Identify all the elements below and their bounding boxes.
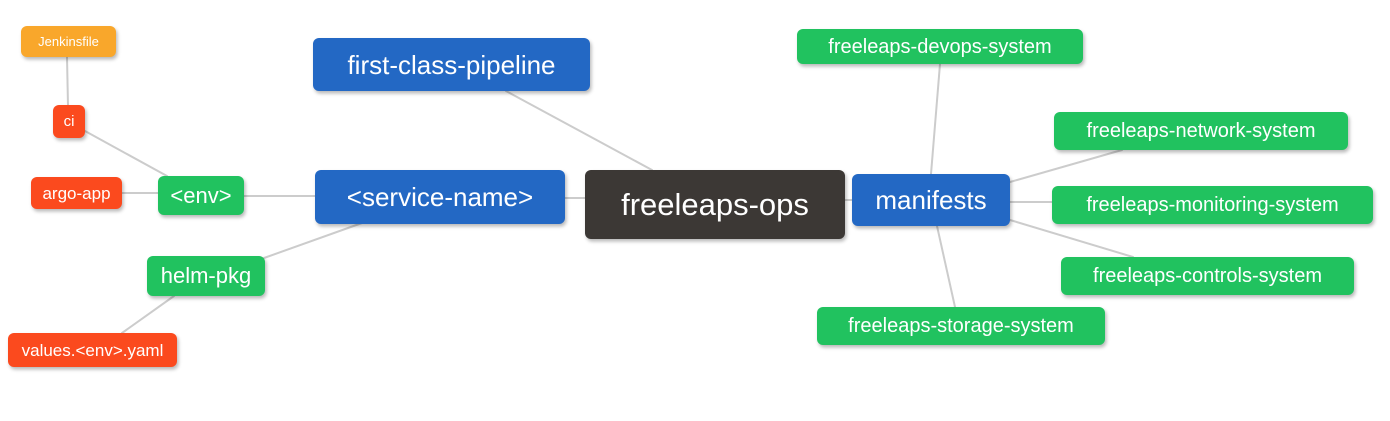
node-freeleaps-devops-system[interactable]: freeleaps-devops-system xyxy=(797,29,1083,64)
node-freeleaps-network-system[interactable]: freeleaps-network-system xyxy=(1054,112,1348,150)
node-values-env-yaml[interactable]: values.<env>.yaml xyxy=(8,333,177,367)
edge-manifests--freeleaps-storage-system xyxy=(936,225,956,308)
edge-first-class-pipeline--freeleaps-ops xyxy=(505,90,653,171)
node-freeleaps-monitoring-system[interactable]: freeleaps-monitoring-system xyxy=(1052,186,1373,224)
edge-manifests--freeleaps-controls-system xyxy=(1009,219,1134,258)
node-env[interactable]: <env> xyxy=(158,176,244,215)
edge-helm-pkg--service-name xyxy=(263,222,363,259)
node-freeleaps-ops[interactable]: freeleaps-ops xyxy=(585,170,845,239)
node-jenkinsfile[interactable]: Jenkinsfile xyxy=(21,26,116,57)
node-freeleaps-controls-system[interactable]: freeleaps-controls-system xyxy=(1061,257,1354,295)
edge-manifests--freeleaps-network-system xyxy=(1009,149,1123,183)
node-manifests[interactable]: manifests xyxy=(852,174,1010,226)
edge-values-env-yaml--helm-pkg xyxy=(121,295,175,334)
node-service-name[interactable]: <service-name> xyxy=(315,170,565,224)
node-argo-app[interactable]: argo-app xyxy=(31,177,122,209)
node-freeleaps-storage-system[interactable]: freeleaps-storage-system xyxy=(817,307,1105,345)
edge-jenkinsfile--ci xyxy=(66,56,69,107)
node-helm-pkg[interactable]: helm-pkg xyxy=(147,256,265,296)
node-ci[interactable]: ci xyxy=(53,105,85,138)
node-first-class-pipeline[interactable]: first-class-pipeline xyxy=(313,38,590,91)
edge-freeleaps-devops-system--manifests xyxy=(930,63,941,175)
edge-ci--env xyxy=(84,130,168,177)
